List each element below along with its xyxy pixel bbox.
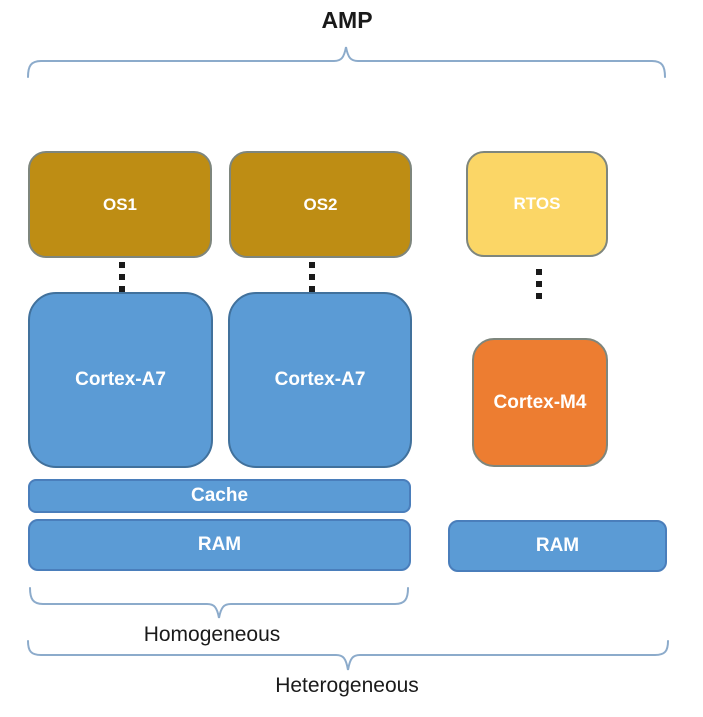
dot <box>119 286 125 292</box>
os2-box: OS2 <box>229 151 412 258</box>
cortex-a7-box-2: Cortex-A7 <box>228 292 412 468</box>
ram-bar-right: RAM <box>448 520 667 572</box>
rtos-label: RTOS <box>513 194 561 213</box>
os2-cortex-dotted-connector <box>309 262 315 292</box>
cortex-m4-label: Cortex-M4 <box>493 391 587 413</box>
cortex-a7-label-1: Cortex-A7 <box>75 369 166 390</box>
os2-label: OS2 <box>303 194 338 214</box>
cortex-a7-label-2: Cortex-A7 <box>274 369 366 390</box>
homogeneous-brace <box>29 587 409 619</box>
heterogeneous-label: Heterogeneous <box>275 674 419 697</box>
dot <box>309 262 315 268</box>
ram-left-label: RAM <box>197 534 242 555</box>
cache-bar: Cache <box>28 479 411 513</box>
homogeneous-label: Homogeneous <box>143 623 281 646</box>
os1-box: OS1 <box>28 151 212 258</box>
dot <box>536 281 542 287</box>
amp-label: AMP <box>321 7 373 33</box>
heterogeneous-brace <box>27 640 669 671</box>
dot <box>119 274 125 280</box>
os1-cortex-dotted-connector <box>119 262 125 292</box>
dot <box>536 269 542 275</box>
cortex-a7-box-1: Cortex-A7 <box>28 292 213 468</box>
rtos-box: RTOS <box>466 151 608 257</box>
cortex-m4-box: Cortex-M4 <box>472 338 608 467</box>
ram-bar-left: RAM <box>28 519 411 571</box>
dot <box>309 286 315 292</box>
dot <box>119 262 125 268</box>
os1-label: OS1 <box>102 194 138 214</box>
cache-label: Cache <box>190 485 249 506</box>
amp-brace <box>27 46 666 78</box>
dot <box>309 274 315 280</box>
rtos-cortex-dotted-connector <box>536 269 542 299</box>
ram-right-label: RAM <box>535 535 580 556</box>
dot <box>536 293 542 299</box>
